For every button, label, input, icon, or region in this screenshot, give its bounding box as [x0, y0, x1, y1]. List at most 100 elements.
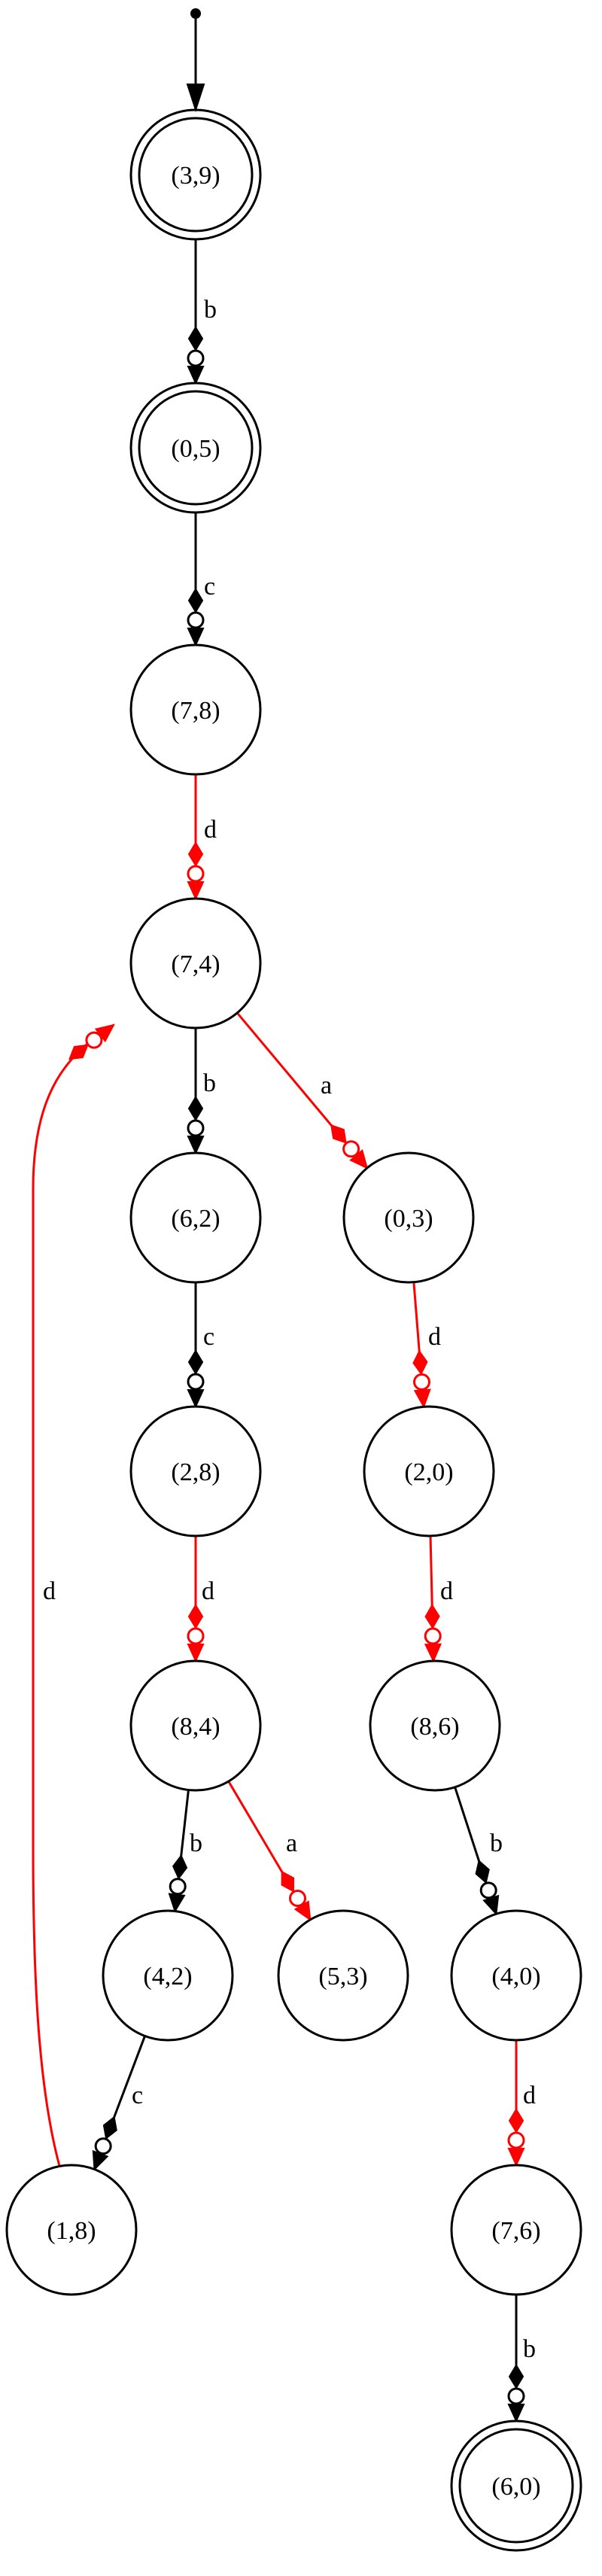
arrowhead-circle	[169, 1878, 187, 1896]
state-circle	[450, 2419, 582, 2552]
transition-edge: d	[424, 1535, 453, 1663]
edge-label: d	[204, 816, 217, 844]
edge-label: b	[490, 1829, 503, 1857]
edge-label: c	[204, 573, 215, 601]
edge-label: c	[203, 1323, 214, 1351]
transition-edge: d	[507, 2040, 536, 2167]
arrowhead-circle	[424, 1627, 442, 1645]
state-circle	[129, 382, 262, 514]
state-circle	[277, 1909, 409, 2042]
state-circle	[129, 643, 262, 776]
arrowhead-diamond	[187, 1604, 204, 1629]
transition-edge: d	[32, 1023, 115, 2167]
state-label: (6,2)	[171, 1205, 220, 1233]
edge-label: b	[204, 296, 217, 324]
state-label: (4,0)	[491, 1963, 540, 1991]
accepting-state-node: (3,9)	[129, 108, 262, 241]
edge-line	[32, 1023, 114, 2167]
accepting-inner-ring	[138, 117, 254, 233]
accepting-state-node: (6,0)	[450, 2419, 582, 2552]
arrowhead-triangle	[507, 2148, 525, 2167]
arrowhead-circle	[479, 1881, 497, 1899]
state-node: (7,6)	[450, 2164, 582, 2296]
accepting-inner-ring	[458, 2428, 574, 2544]
start-layer	[186, 8, 205, 113]
arrowhead-circle	[289, 1890, 307, 1908]
state-node: (0,3)	[342, 1151, 475, 1284]
state-node: (4,0)	[450, 1909, 582, 2042]
state-circle	[369, 1659, 501, 1792]
transition-edge: b	[454, 1787, 503, 1916]
edge-label: d	[428, 1323, 441, 1351]
state-label: (2,8)	[171, 1458, 220, 1486]
edge-label: c	[132, 2082, 143, 2109]
state-circle	[129, 1405, 262, 1537]
edge-label: b	[190, 1829, 202, 1857]
state-label: (8,6)	[410, 1713, 459, 1741]
transition-edge: a	[227, 1781, 312, 1922]
arrowhead-diamond	[330, 1124, 347, 1144]
arrowhead-circle	[187, 1627, 205, 1645]
state-circle	[129, 1151, 262, 1284]
nodes-layer: (3,9) (0,5) (7,8) (7,4) (6,2) (0,3) (2,8) (2,0)…	[5, 108, 582, 2552]
arrowhead-triangle	[507, 2404, 525, 2423]
arrowhead-diamond	[172, 1854, 188, 1880]
state-circle	[450, 2164, 582, 2296]
state-node: (8,4)	[129, 1659, 262, 1792]
transition-edge: b	[187, 239, 217, 385]
state-label: (1,8)	[47, 2217, 96, 2245]
transition-edge: b	[187, 1028, 216, 1155]
arrowhead-circle	[94, 2137, 112, 2155]
arrowhead-circle	[342, 1140, 360, 1158]
transition-edge: b	[507, 2295, 536, 2423]
transition-edge: b	[168, 1790, 202, 1913]
state-circle	[129, 1659, 262, 1792]
arrowhead-diamond	[475, 1859, 490, 1884]
transition-edge: d	[412, 1282, 441, 1409]
state-label: (0,5)	[171, 435, 220, 463]
transition-edge: d	[187, 774, 217, 901]
accepting-state-node: (0,5)	[129, 382, 262, 514]
edge-label: d	[202, 1577, 214, 1605]
arrowhead-circle	[187, 865, 205, 883]
state-label: (4,2)	[143, 1963, 192, 1991]
state-node: (2,0)	[363, 1405, 495, 1537]
arrowhead-diamond	[412, 1349, 428, 1376]
arrowhead-diamond	[187, 326, 204, 351]
arrowhead-triangle	[187, 628, 205, 647]
edge-label: b	[523, 2335, 536, 2363]
state-circle	[363, 1405, 495, 1537]
state-label: (3,9)	[171, 162, 220, 190]
state-node: (8,6)	[369, 1659, 501, 1792]
state-label: (7,6)	[491, 2217, 540, 2245]
arrowhead-circle	[187, 611, 205, 629]
edge-label: b	[203, 1069, 216, 1097]
state-circle	[450, 1909, 582, 2042]
state-label: (8,4)	[171, 1713, 220, 1741]
arrowhead-diamond	[281, 1870, 295, 1893]
state-node: (7,4)	[129, 897, 262, 1029]
state-label: (7,4)	[171, 950, 220, 978]
state-circle	[102, 1909, 234, 2042]
arrowhead-circle	[507, 2131, 525, 2149]
state-node: (7,8)	[129, 643, 262, 776]
state-circle	[129, 897, 262, 1029]
state-node: (4,2)	[102, 1909, 234, 2042]
transition-edge: d	[187, 1536, 214, 1663]
state-circle	[5, 2164, 138, 2296]
arrowhead-diamond	[187, 1349, 204, 1375]
state-circle	[342, 1151, 475, 1284]
arrowhead-circle	[187, 1119, 205, 1137]
state-label: (5,3)	[318, 1963, 367, 1991]
arrowhead-diamond	[508, 2108, 524, 2133]
arrowhead-circle	[85, 1031, 103, 1049]
arrowhead-triangle	[187, 1644, 205, 1663]
arrowhead-triangle	[187, 1389, 205, 1409]
transition-edge: a	[236, 1011, 369, 1169]
accepting-inner-ring	[138, 390, 254, 506]
transition-edge: c	[92, 2035, 146, 2171]
arrowhead-diamond	[187, 1096, 204, 1121]
edge-label: d	[523, 2082, 536, 2109]
arrowhead-diamond	[68, 1044, 89, 1060]
